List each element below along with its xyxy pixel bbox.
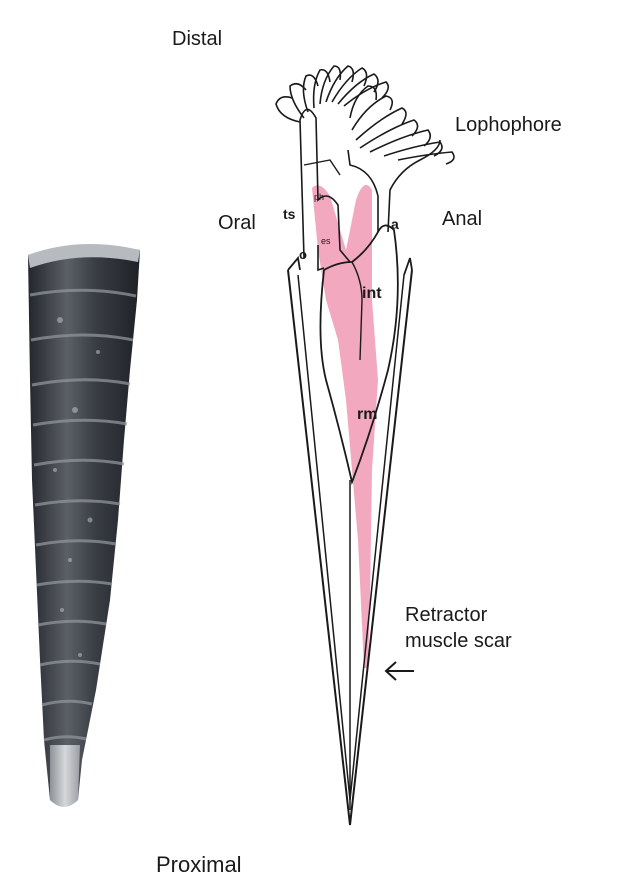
esophagus (317, 245, 325, 272)
ts-label: ts (283, 206, 296, 222)
lophophore-label: Lophophore (455, 114, 562, 136)
oral-label: Oral (218, 212, 256, 234)
retractor-muscle (312, 184, 378, 668)
fossil-top (28, 244, 140, 268)
retractor-muscle-scar-label: Retractor muscle scar (405, 604, 512, 652)
left-arrow-icon (384, 661, 414, 681)
distal-label: Distal (172, 28, 223, 50)
oral-tube (299, 108, 351, 263)
pharynx (303, 159, 341, 176)
int-label: int (362, 285, 382, 302)
proximal-label: Proximal (156, 852, 242, 877)
fossil-tip (50, 745, 80, 807)
anal-label: Anal (442, 208, 483, 230)
lophophore-tentacles (275, 65, 455, 165)
rm-label: rm (357, 406, 378, 423)
anal-tube (387, 139, 441, 233)
anal-rim (403, 257, 413, 276)
shell-outline (287, 269, 413, 826)
fossil-rings (29, 288, 137, 742)
oral-rim (287, 255, 301, 271)
o-label: o (299, 247, 307, 262)
a-label: a (391, 216, 399, 232)
ph-label: ph (314, 192, 325, 202)
fossil-body (28, 246, 140, 806)
body-sac (319, 224, 399, 486)
es-label: es (321, 236, 331, 246)
anal-tube-inner (347, 149, 379, 232)
fossil-speckles (53, 317, 100, 657)
intestine (351, 261, 363, 361)
